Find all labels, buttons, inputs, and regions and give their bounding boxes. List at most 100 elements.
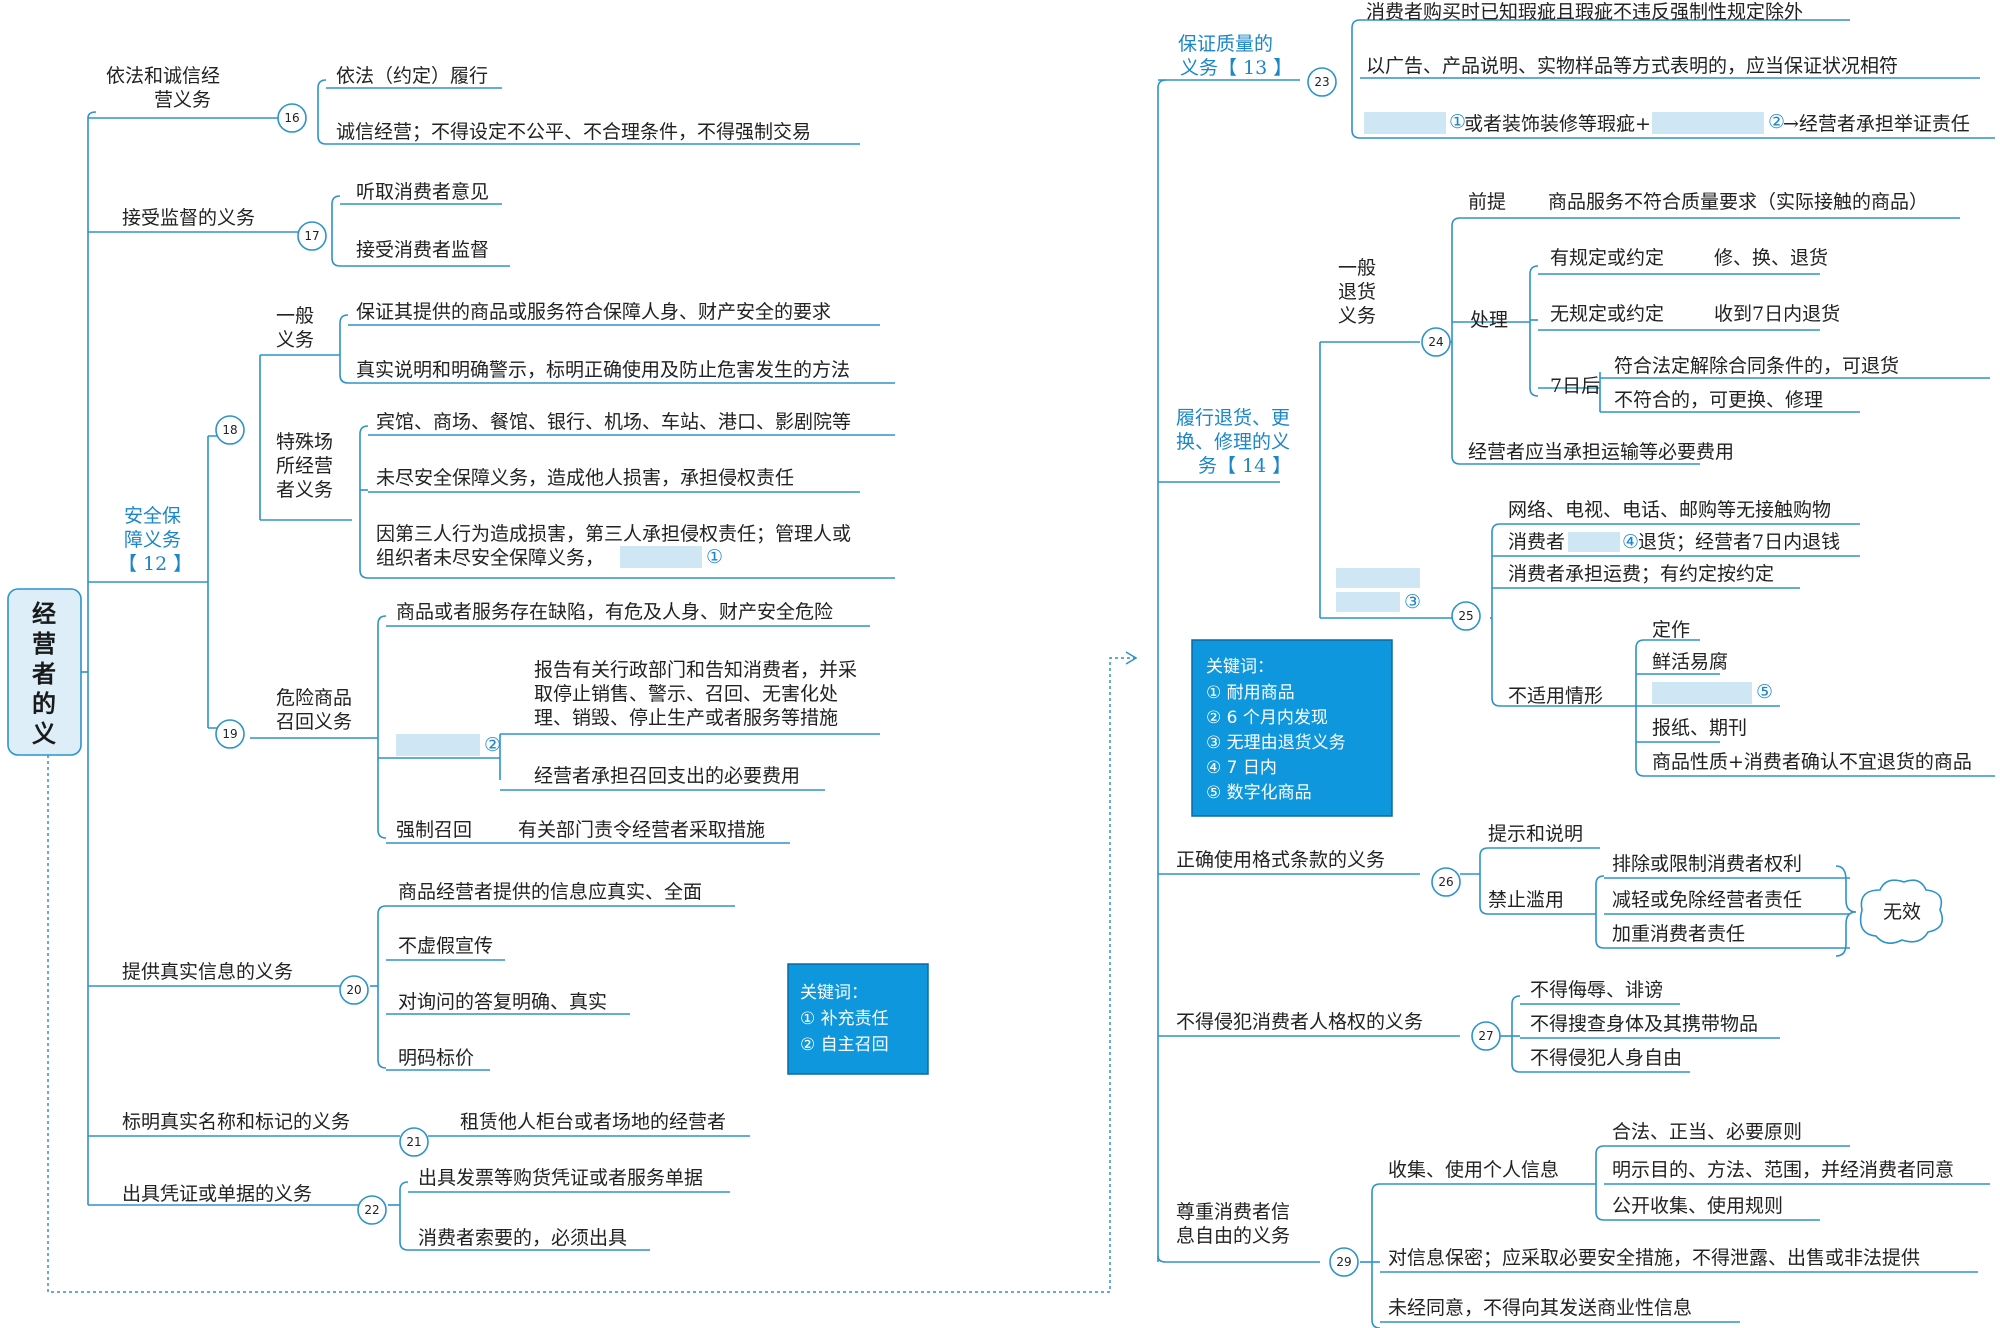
number-badge bbox=[357, 1195, 387, 1225]
branch-title: 义务【 13 】 bbox=[1180, 57, 1292, 79]
leaf: 提示和说明 bbox=[1488, 823, 1583, 845]
leaf: 因第三人行为造成损害，第三人承担侵权责任；管理人或 bbox=[376, 523, 851, 545]
leaf: 商品性质+消费者确认不宜退货的商品 bbox=[1652, 751, 1972, 773]
number-badge-label: 16 bbox=[284, 111, 299, 125]
branch-info: 提供真实信息的义务 20 商品经营者提供的信息应真实、全面 不虚假宣传 对询问的… bbox=[122, 881, 702, 1069]
leaf: 未经同意，不得向其发送商业性信息 bbox=[1388, 1297, 1692, 1319]
branch-title: 换、修理的义 bbox=[1176, 431, 1290, 453]
number-badge bbox=[1451, 601, 1481, 631]
number-badge-label: 19 bbox=[222, 727, 237, 741]
leaf: 诚信经营；不得设定不公平、不合理条件，不得强制交易 bbox=[336, 121, 811, 143]
branch-title: 依法和诚信经 bbox=[106, 65, 220, 87]
branch-receipt: 出具凭证或单据的义务 22 出具发票等购货凭证或者服务单据 消费者索要的，必须出… bbox=[122, 1167, 703, 1249]
branch-title: 营义务 bbox=[154, 89, 211, 111]
leaf: 有关部门责令经营者采取措施 bbox=[518, 819, 765, 841]
keyword: ① 补充责任 bbox=[800, 1009, 889, 1029]
leaf: 加重消费者责任 bbox=[1612, 923, 1745, 945]
sub-label: 召回义务 bbox=[276, 711, 352, 733]
leaf: 合法、正当、必要原则 bbox=[1612, 1121, 1802, 1143]
leaf: 排除或限制消费者权利 bbox=[1612, 853, 1802, 875]
leaf: 有规定或约定 bbox=[1550, 247, 1664, 269]
leaf: 或者装饰装修等瑕疵+ bbox=[1464, 113, 1651, 135]
leaf: 真实说明和明确警示，标明正确使用及防止危害发生的方法 bbox=[356, 359, 850, 381]
branch-title: 接受监督的义务 bbox=[122, 207, 255, 229]
leaf: 无规定或约定 bbox=[1550, 303, 1664, 325]
branch-title: 安全保 bbox=[124, 505, 181, 527]
branch-title: 息自由的义务 bbox=[1176, 1225, 1290, 1247]
leaf: 退货；经营者7日内退钱 bbox=[1638, 531, 1840, 553]
leaf: 组织者未尽安全保障义务， bbox=[376, 547, 604, 569]
leaf: 理、销毁、停止生产或者服务等措施 bbox=[534, 707, 838, 729]
leaf: 依法（约定）履行 bbox=[336, 65, 488, 87]
keyword: ② 自主召回 bbox=[800, 1035, 889, 1055]
leaf: →经营者承担举证责任 bbox=[1783, 113, 1970, 135]
leaf: 出具发票等购货凭证或者服务单据 bbox=[418, 1167, 703, 1189]
leaf: 宾馆、商场、餐馆、银行、机场、车站、港口、影剧院等 bbox=[376, 411, 851, 433]
leaf: 接受消费者监督 bbox=[356, 239, 489, 261]
blank-mark: ① bbox=[706, 546, 723, 568]
leaf: 经营者承担召回支出的必要费用 bbox=[534, 765, 800, 787]
number-badge bbox=[1421, 327, 1451, 357]
number-badge bbox=[277, 103, 307, 133]
branch-title: 履行退货、更 bbox=[1176, 407, 1290, 429]
number-badge bbox=[297, 221, 327, 251]
blank-mark: ② bbox=[484, 734, 501, 756]
branch-safety: 安全保 障义务 【 12 】 18 一般 义务 保证其提供的商品或服务符合保障人… bbox=[118, 301, 857, 841]
leaf: 取停止销售、警示、召回、无害化处 bbox=[534, 683, 838, 705]
keyword: ④ 7 日内 bbox=[1206, 758, 1277, 778]
blank-mark: ① bbox=[1449, 111, 1466, 133]
fill-blank bbox=[1652, 112, 1764, 134]
branch-title: 尊重消费者信 bbox=[1176, 1201, 1290, 1223]
number-badge-label: 24 bbox=[1428, 335, 1443, 349]
leaf: 听取消费者意见 bbox=[356, 181, 489, 203]
leaf: 租赁他人柜台或者场地的经营者 bbox=[460, 1111, 726, 1133]
number-badge bbox=[215, 415, 245, 445]
leaf: 以广告、产品说明、实物样品等方式表明的，应当保证状况相符 bbox=[1366, 55, 1898, 77]
number-badge bbox=[1431, 867, 1461, 897]
leaf: 定作 bbox=[1652, 619, 1690, 641]
fill-blank bbox=[1364, 112, 1446, 134]
keyword: ③ 无理由退货义务 bbox=[1206, 733, 1346, 753]
number-badge-label: 21 bbox=[406, 1135, 421, 1149]
leaf: 符合法定解除合同条件的，可退货 bbox=[1614, 355, 1899, 377]
leaf: 商品或者服务存在缺陷，有危及人身、财产安全危险 bbox=[396, 601, 833, 623]
sub-label: 危险商品 bbox=[276, 687, 352, 709]
branch-title: 保证质量的 bbox=[1178, 33, 1273, 55]
number-badge bbox=[1307, 67, 1337, 97]
leaf: 经营者应当承担运输等必要费用 bbox=[1468, 441, 1734, 463]
fill-blank bbox=[396, 734, 480, 756]
leaf: 未尽安全保障义务，造成他人损害，承担侵权责任 bbox=[376, 467, 794, 489]
number-badge bbox=[215, 719, 245, 749]
leaf: 不符合的，可更换、修理 bbox=[1614, 389, 1823, 411]
branch-dignity: 不得侵犯消费者人格权的义务 27 不得侮辱、诽谤 不得搜查身体及其携带物品 不得… bbox=[1176, 979, 1758, 1069]
leaf: 保证其提供的商品或服务符合保障人身、财产安全的要求 bbox=[356, 301, 831, 323]
leaf: 报告有关行政部门和告知消费者，并采 bbox=[534, 659, 857, 681]
sub-label: 前提 bbox=[1468, 191, 1506, 213]
branch-privacy: 尊重消费者信 息自由的义务 29 收集、使用个人信息 合法、正当、必要原则 明示… bbox=[1176, 1121, 1954, 1319]
branch-title: 不得侵犯消费者人格权的义务 bbox=[1176, 1011, 1423, 1033]
sub-label: 退货 bbox=[1338, 281, 1376, 303]
leaf: 商品服务不符合质量要求（实际接触的商品） bbox=[1548, 191, 1928, 213]
branch-format-terms: 正确使用格式条款的义务 26 提示和说明 禁止滥用 排除或限制消费者权利 减轻或… bbox=[1176, 823, 1921, 945]
number-badge-label: 26 bbox=[1438, 875, 1453, 889]
number-badge-label: 22 bbox=[364, 1203, 379, 1217]
leaf: 商品经营者提供的信息应真实、全面 bbox=[398, 881, 702, 903]
number-badge bbox=[1471, 1021, 1501, 1051]
fill-blank bbox=[1336, 568, 1420, 588]
leaf: 消费者 bbox=[1508, 531, 1565, 553]
root-title-char-5: 义 bbox=[32, 719, 56, 748]
branch-supervision: 接受监督的义务 17 听取消费者意见 接受消费者监督 bbox=[122, 181, 489, 261]
blank-mark: ⑤ bbox=[1756, 681, 1773, 703]
sub-label: 7日后 bbox=[1550, 375, 1600, 397]
leaf: 公开收集、使用规则 bbox=[1612, 1195, 1783, 1217]
sub-label: 处理 bbox=[1470, 309, 1508, 331]
leaf: 明码标价 bbox=[398, 1047, 474, 1069]
fill-blank bbox=[1336, 592, 1400, 612]
leaf: 收到7日内退货 bbox=[1714, 303, 1840, 325]
number-badge bbox=[339, 975, 369, 1005]
leaf: 不得侮辱、诽谤 bbox=[1530, 979, 1663, 1001]
root-title-char-3: 者 bbox=[32, 659, 56, 688]
sub-label: 一般 bbox=[1338, 257, 1376, 279]
keyword: ① 耐用商品 bbox=[1206, 683, 1295, 703]
